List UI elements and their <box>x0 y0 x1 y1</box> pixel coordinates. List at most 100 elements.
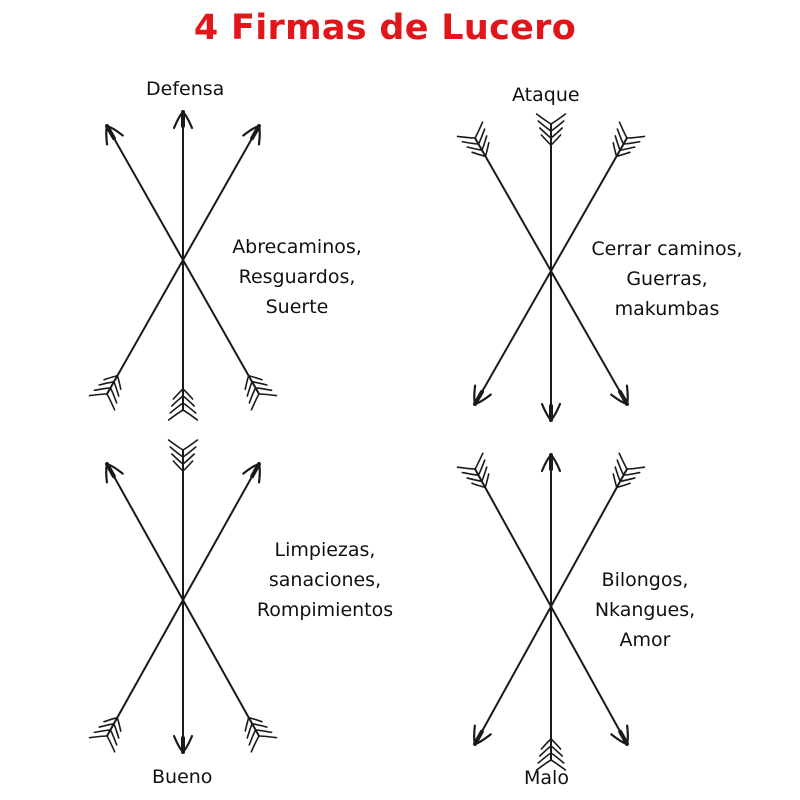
feather-mark <box>480 466 488 483</box>
feather-mark <box>622 471 641 476</box>
center-mark <box>548 607 554 612</box>
feather-mark <box>106 735 116 753</box>
arrowhead-mark <box>250 124 261 141</box>
arrowhead-mark <box>473 389 484 406</box>
feather-mark <box>182 388 194 400</box>
firma-defensa-uses: Abrecaminos, Resguardos, Suerte <box>212 232 382 322</box>
feather-mark <box>550 752 565 764</box>
feather-mark <box>246 381 253 397</box>
use-line: Guerras, <box>626 268 708 290</box>
feather-mark <box>466 477 483 483</box>
feather-mark <box>172 460 184 472</box>
use-line: makumbas <box>614 298 720 320</box>
feather-mark <box>167 439 184 451</box>
feather-mark <box>248 387 257 404</box>
arrowhead-mark <box>618 389 629 406</box>
feather-mark <box>113 722 120 739</box>
use-line: Bilongos, <box>601 569 689 591</box>
feather-mark <box>254 387 273 392</box>
feather-mark <box>550 745 563 757</box>
arrowhead-mark <box>473 729 484 746</box>
feather-mark <box>106 393 116 411</box>
center-mark <box>180 600 186 606</box>
feather-mark <box>477 128 486 145</box>
feather-mark <box>88 735 108 739</box>
firma-defensa-symbol <box>88 110 278 421</box>
use-line: Amor <box>619 629 671 651</box>
feather-mark <box>616 128 625 145</box>
feather-mark <box>537 120 552 132</box>
feather-mark <box>88 393 108 397</box>
feather-mark <box>113 381 120 397</box>
feather-mark <box>539 127 552 139</box>
firma-ataque-symbol <box>456 113 646 422</box>
feather-mark <box>116 374 122 390</box>
feather-mark <box>109 387 118 404</box>
use-line: Abrecaminos, <box>232 236 362 258</box>
firma-bueno-uses: Limpiezas, sanaciones, Rompimientos <box>240 535 410 625</box>
feather-mark <box>182 395 195 407</box>
feather-mark <box>484 473 490 489</box>
feather-mark <box>109 729 118 746</box>
page-title: 4 Firmas de Lucero <box>193 8 577 48</box>
arrowhead-mark <box>250 462 261 479</box>
feather-mark <box>93 729 112 734</box>
use-line: Limpiezas, <box>274 539 376 561</box>
feather-mark <box>466 146 483 151</box>
feather-mark <box>93 387 112 392</box>
feather-mark <box>182 402 197 414</box>
feather-mark <box>248 729 257 746</box>
feather-mark <box>626 466 646 470</box>
firma-bueno-label: Bueno <box>152 766 213 788</box>
feather-mark <box>182 409 199 421</box>
feather-mark <box>550 738 562 750</box>
feather-mark <box>247 716 263 723</box>
use-line: Suerte <box>265 296 329 318</box>
feather-mark <box>550 759 567 771</box>
firma-ataque-uses: Cerrar caminos, Guerras, makumbas <box>574 234 760 324</box>
feather-mark <box>618 121 628 139</box>
feather-mark <box>116 716 122 732</box>
feather-mark <box>251 381 268 386</box>
feather-mark <box>540 134 552 146</box>
feather-mark <box>254 729 273 734</box>
feather-mark <box>171 453 184 465</box>
firma-malo-label: Malo <box>524 767 569 789</box>
feather-mark <box>456 135 476 139</box>
firma-ataque-label: Ataque <box>512 84 580 106</box>
feather-mark <box>456 466 476 470</box>
use-line: sanaciones, <box>268 569 382 591</box>
feather-mark <box>258 393 278 397</box>
feather-mark <box>251 722 268 728</box>
feather-mark <box>618 452 628 470</box>
feather-mark <box>471 151 487 158</box>
feather-mark <box>616 459 625 476</box>
firma-defensa-label: Defensa <box>146 78 225 100</box>
feather-mark <box>461 140 480 145</box>
feather-mark <box>461 471 480 476</box>
use-line: Nkangues, <box>594 599 696 621</box>
feather-mark <box>244 374 250 390</box>
feather-mark <box>484 141 490 158</box>
use-line: Rompimientos <box>256 599 394 621</box>
feather-mark <box>247 374 263 381</box>
feather-mark <box>244 716 250 732</box>
feather-mark <box>258 735 278 739</box>
feather-mark <box>622 140 641 145</box>
feather-mark <box>535 113 552 125</box>
center-mark <box>548 271 554 277</box>
feather-mark <box>614 135 621 151</box>
feather-mark <box>626 135 646 139</box>
feather-mark <box>471 482 486 489</box>
arrowhead-mark <box>105 124 116 141</box>
arrowhead-mark <box>618 729 629 746</box>
feather-mark <box>612 473 618 489</box>
arrowhead-mark <box>105 462 116 479</box>
firma-malo-uses: Bilongos, Nkangues, Amor <box>570 565 720 655</box>
feather-mark <box>612 141 618 158</box>
use-line: Resguardos, <box>238 266 356 288</box>
use-line: Cerrar caminos, <box>591 238 743 260</box>
firma-bueno-symbol <box>88 439 278 754</box>
feather-mark <box>481 135 488 151</box>
